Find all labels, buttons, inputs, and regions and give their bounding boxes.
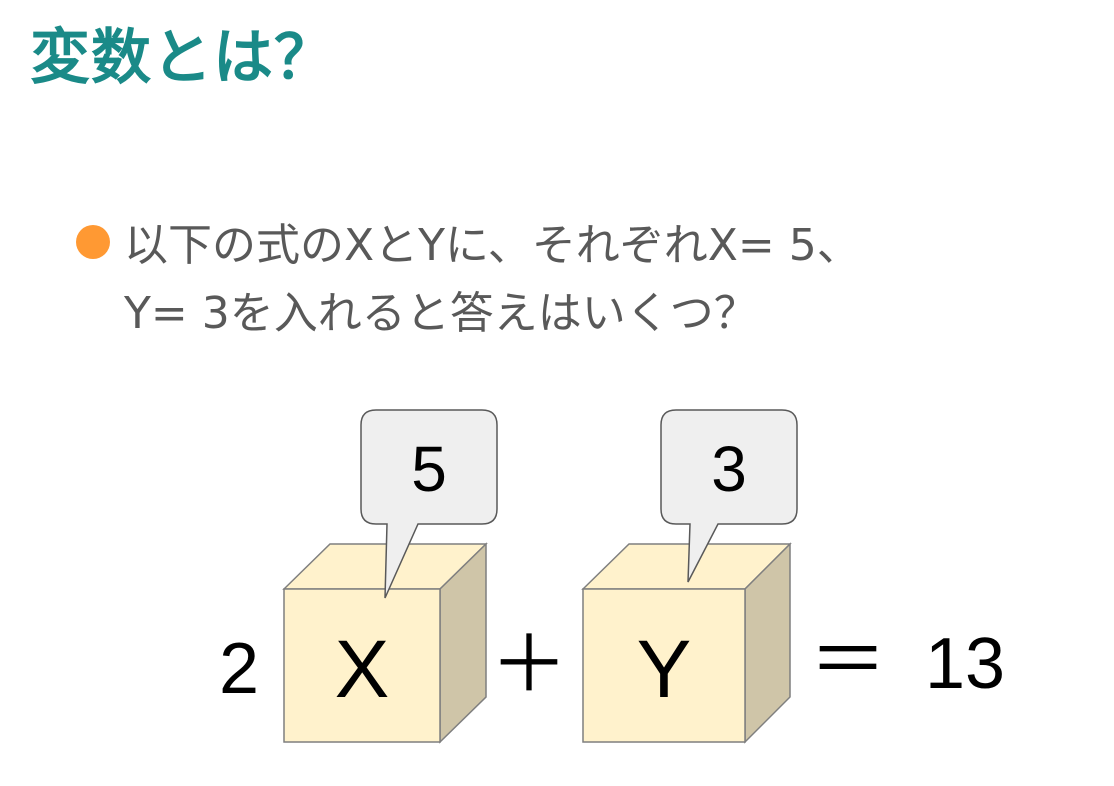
bullet-dot-icon	[76, 225, 110, 259]
variable-x-label: X	[335, 624, 390, 715]
variable-box-x	[282, 542, 488, 744]
equals-sign: ＝	[809, 616, 887, 704]
box-y-front	[582, 588, 746, 743]
variable-box-y	[581, 542, 792, 744]
callout-x	[360, 409, 498, 599]
variable-y-label: Y	[637, 624, 692, 715]
plus-sign: ＋	[490, 620, 568, 708]
box-x-front	[283, 588, 441, 743]
value-y: 3	[711, 433, 747, 505]
coefficient: 2	[219, 629, 259, 709]
result-value: 13	[925, 624, 1005, 704]
slide-title: 変数とは？	[30, 23, 335, 93]
callout-y	[660, 409, 798, 583]
bullet-text: 以下の式のXとYに、それぞれX= 5、 Y= 3を入れると答えはいくつ？	[124, 220, 861, 339]
value-x: 5	[411, 433, 447, 505]
